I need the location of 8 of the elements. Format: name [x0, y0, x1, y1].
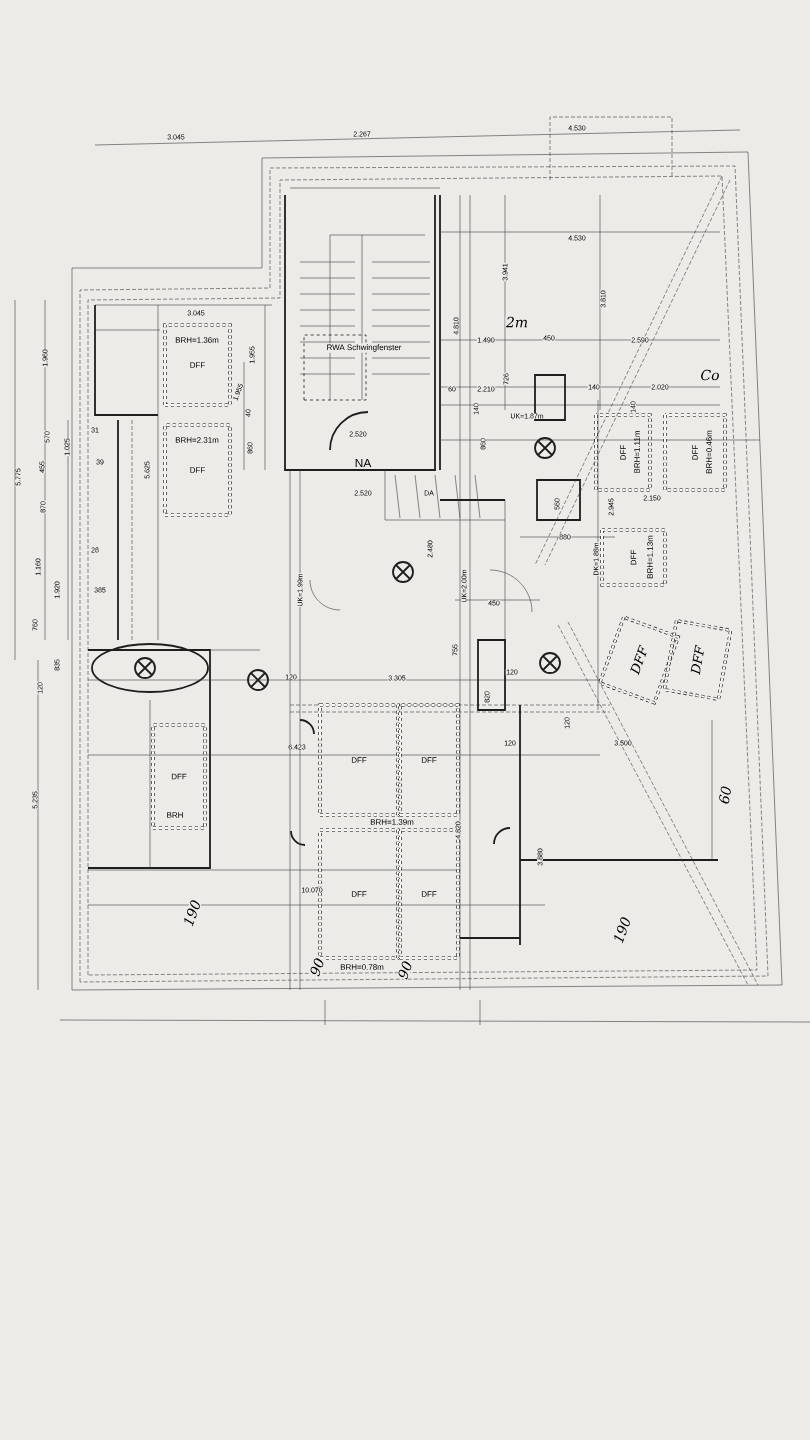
handwritten-note: 190 [181, 898, 203, 928]
stair-label: NA [354, 458, 372, 468]
handwritten-note: Co [699, 369, 721, 381]
handwritten-note: 190 [611, 915, 633, 945]
handwritten-note: 90 [396, 959, 414, 981]
handwritten-note: 2m [505, 316, 529, 328]
handwritten-note: 60 [717, 784, 733, 806]
handwritten-note: 90 [308, 956, 326, 978]
